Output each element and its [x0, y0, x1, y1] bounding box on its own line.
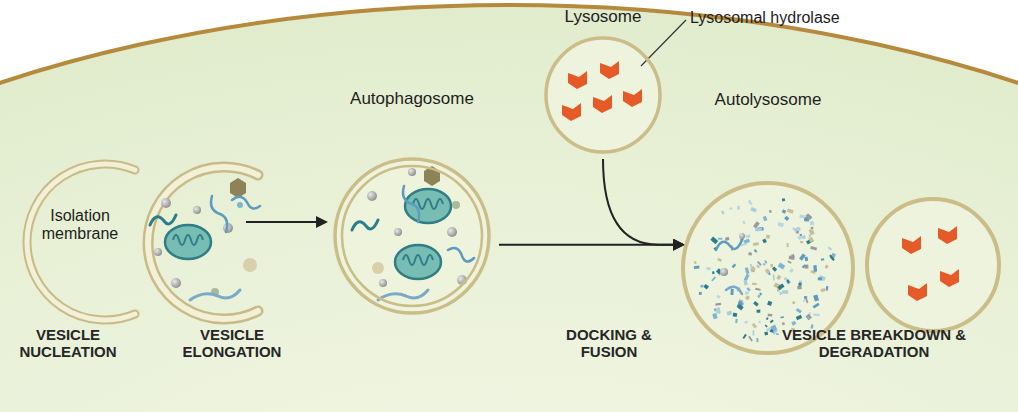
callout-label: Lysosomal hydrolase [690, 9, 840, 27]
membrane-outline [545, 37, 661, 153]
structure-label: Autophagosome [333, 89, 491, 109]
flow-arrow [499, 244, 683, 246]
step-label: VESICLE BREAKDOWN & DEGRADATION [776, 326, 972, 361]
autophagosome-node: Autophagosome [333, 157, 491, 315]
step-label: VESICLE ELONGATION [170, 326, 294, 361]
lysosome-node: Lysosome [545, 37, 661, 153]
step-label: VESICLE NUCLEATION [8, 326, 128, 361]
structure-label: Lysosome [545, 7, 661, 27]
structure-label: Isolation membrane [30, 207, 130, 244]
step-label: DOCKING & FUSION [552, 326, 666, 361]
structure-label: Autolysosome [682, 90, 854, 110]
flow-arrow [603, 159, 683, 245]
membrane-outline [333, 157, 491, 315]
